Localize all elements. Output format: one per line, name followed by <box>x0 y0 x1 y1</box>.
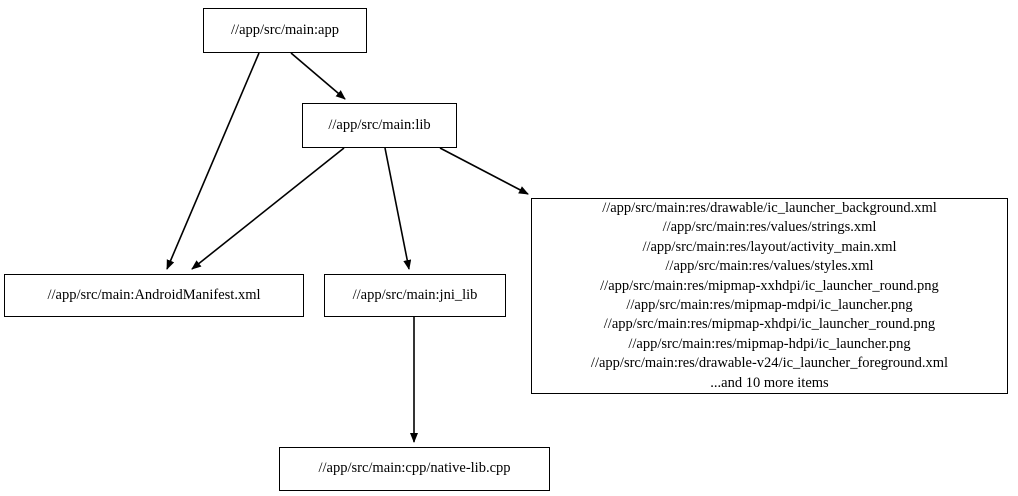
node-app-src-main-app[interactable]: //app/src/main:app <box>203 8 367 53</box>
edge-lib-to-androidmanifest <box>191 147 345 270</box>
node-label: //app/src/main:AndroidManifest.xml <box>47 286 261 303</box>
node-label: //app/src/main:jni_lib <box>352 286 478 303</box>
edge-app-to-lib <box>290 52 346 100</box>
node-label: //app/src/main:cpp/native-lib.cpp <box>318 460 511 477</box>
node-app-src-main-androidmanifest-xml[interactable]: //app/src/main:AndroidManifest.xml <box>4 274 304 317</box>
node-app-src-main-jni-lib[interactable]: //app/src/main:jni_lib <box>324 274 506 317</box>
node-app-src-main-cpp-native-lib-cpp[interactable]: //app/src/main:cpp/native-lib.cpp <box>279 447 550 491</box>
edge-lib-to-res-group <box>439 147 529 195</box>
node-label: //app/src/main:res/drawable/ic_launcher_… <box>590 199 949 391</box>
node-label: //app/src/main:app <box>231 21 339 38</box>
node-app-src-main-res-group[interactable]: //app/src/main:res/drawable/ic_launcher_… <box>531 198 1008 394</box>
edge-lib-to-jni-lib <box>384 147 412 270</box>
node-label: //app/src/main:lib <box>328 116 431 133</box>
edge-app-to-androidmanifest <box>166 52 260 270</box>
node-app-src-main-lib[interactable]: //app/src/main:lib <box>302 103 457 148</box>
